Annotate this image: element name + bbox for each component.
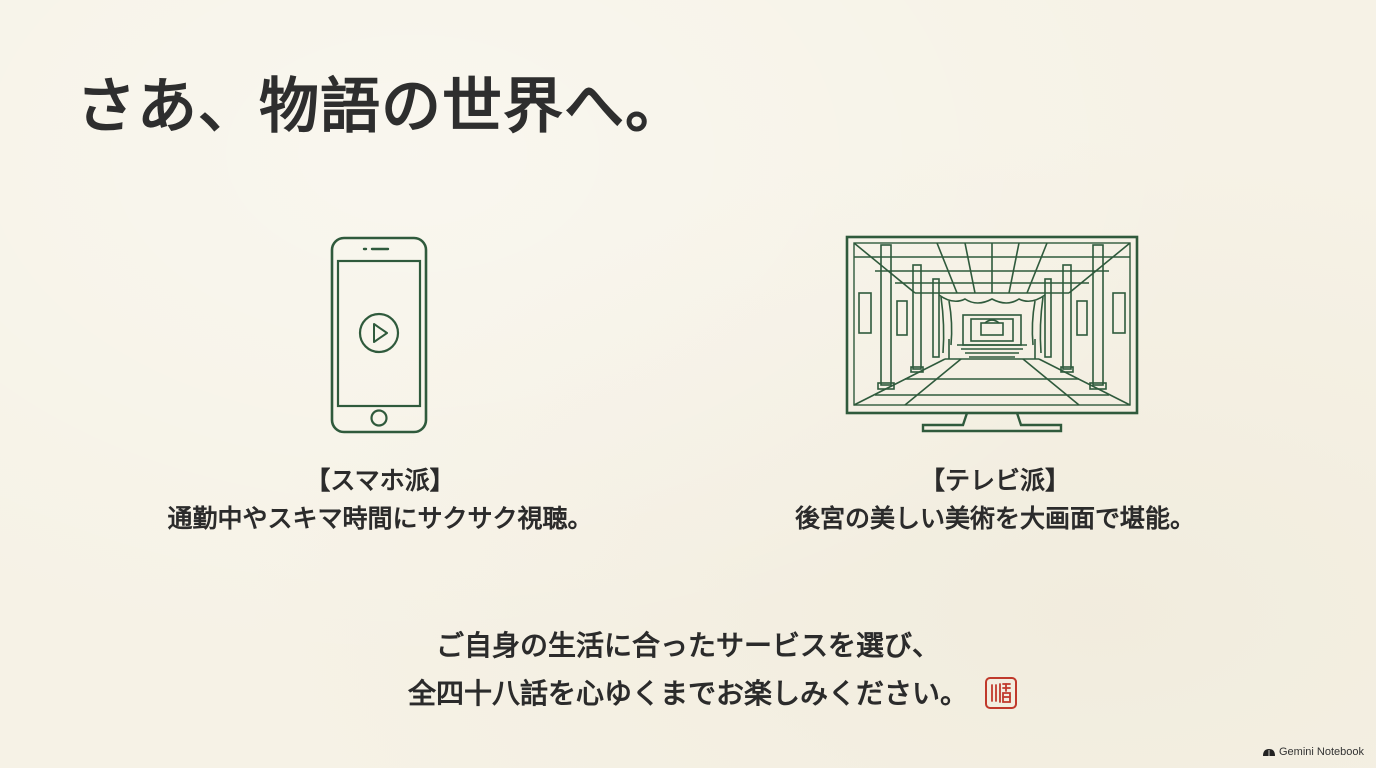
notebook-logo-icon bbox=[1263, 749, 1275, 756]
tv-label: 【テレビ派】 bbox=[919, 466, 1070, 495]
smartphone-play-icon bbox=[330, 236, 428, 434]
red-seal-stamp-icon bbox=[985, 677, 1017, 709]
closing-line-1: ご自身の生活に合ったサービスを選び、 bbox=[435, 629, 940, 662]
watermark-text: Gemini Notebook bbox=[1279, 746, 1364, 758]
television-palace-icon bbox=[845, 235, 1139, 433]
smartphone-label: 【スマホ派】 bbox=[305, 466, 455, 495]
watermark: Gemini Notebook bbox=[1263, 746, 1364, 758]
smartphone-caption: 【スマホ派】 通勤中やスキマ時間にサクサク視聴。 bbox=[120, 462, 640, 538]
tv-description: 後宮の美しい美術を大画面で堪能。 bbox=[794, 504, 1195, 533]
closing-message: ご自身の生活に合ったサービスを選び、 全四十八話を心ゆくまでお楽しみください。 bbox=[288, 622, 1088, 718]
slide-title: さあ、物語の世界へ。 bbox=[76, 72, 686, 142]
tv-caption: 【テレビ派】 後宮の美しい美術を大画面で堪能。 bbox=[735, 462, 1255, 538]
closing-line-2: 全四十八話を心ゆくまでお楽しみください。 bbox=[407, 677, 968, 710]
smartphone-description: 通勤中やスキマ時間にサクサク視聴。 bbox=[167, 504, 593, 533]
